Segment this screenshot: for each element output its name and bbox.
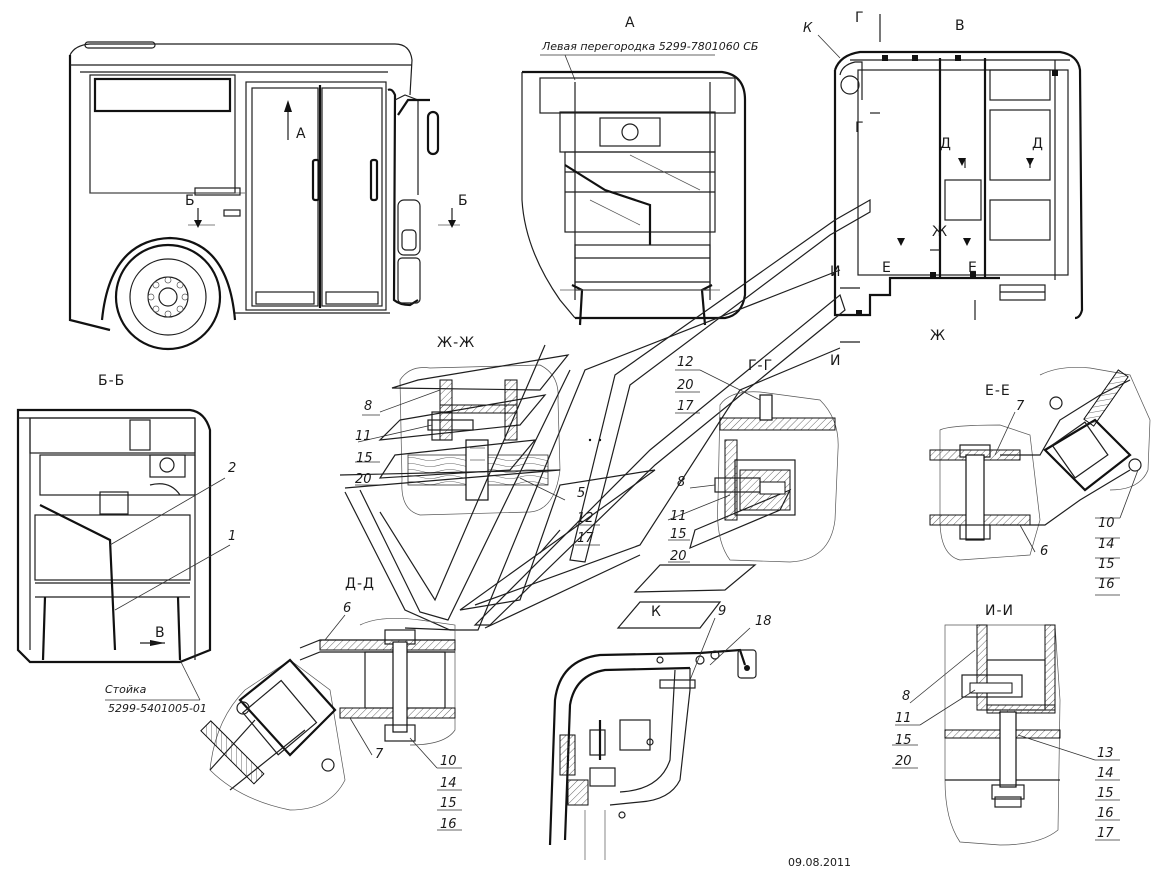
part-14-label-dd: 14 <box>440 776 457 791</box>
section-gg-drawing <box>588 391 839 563</box>
part-17-label-ii: 17 <box>1097 826 1114 841</box>
part-5-label-zhzh: 5 <box>577 486 585 501</box>
section-ee-title: Е-Е <box>985 383 1011 399</box>
section-dd-title: Д-Д <box>345 576 375 592</box>
part-8-label-ii: 8 <box>902 689 910 704</box>
stoika-label: Стойка <box>105 683 147 696</box>
part-11-label-zhzh: 11 <box>355 429 372 444</box>
part-14-label-ee: 14 <box>1098 537 1115 552</box>
section-mark-b-left: Б <box>185 193 196 209</box>
part-10-label-ee: 10 <box>1098 516 1115 531</box>
part-12-label-gg: 12 <box>677 355 694 370</box>
part-15-label-dd: 15 <box>440 796 457 811</box>
section-gg-title: Г-Г <box>748 358 773 374</box>
part-20-label-ii: 20 <box>895 754 912 769</box>
section-ee-drawing <box>929 366 1151 561</box>
part-16-label-ee: 16 <box>1098 577 1115 592</box>
section-mark-b-right: Б <box>458 193 469 209</box>
callout-k: К <box>803 21 813 36</box>
view-mark-v: В <box>955 18 966 34</box>
part-7-label-dd: 7 <box>375 747 384 762</box>
part-20-label-zhzh: 20 <box>355 472 372 487</box>
part-2-label-bb: 2 <box>228 461 236 476</box>
gg-leaders <box>667 369 761 563</box>
section-mark-e-left: Е <box>882 260 892 276</box>
part-15-label-gg: 15 <box>670 527 687 542</box>
part-16-label-dd: 16 <box>440 817 457 832</box>
view-k-drawing <box>548 648 757 860</box>
section-mark-zh-bottom: Ж <box>930 328 946 344</box>
section-mark-g-inner: Г <box>855 120 865 136</box>
section-ii-title: И-И <box>985 603 1014 619</box>
part-10-label-dd: 10 <box>440 754 457 769</box>
section-mark-e-right: Е <box>968 260 978 276</box>
part-13-label-ii: 13 <box>1097 746 1114 761</box>
part-15-label-ii-right: 15 <box>1097 786 1114 801</box>
part-20-label-gg-lower: 20 <box>670 549 687 564</box>
part-1-label-bb: 1 <box>228 529 236 544</box>
part-16-label-ii: 16 <box>1097 806 1114 821</box>
view-a-note: Левая перегородка 5299-7801060 СБ <box>541 40 758 53</box>
part-14-label-ii: 14 <box>1097 766 1114 781</box>
bus-side-view <box>68 41 460 351</box>
drawing-date: 09.08.2011 <box>788 856 851 869</box>
section-mark-d-left: Д <box>940 136 952 152</box>
section-bb-view-arrow-v: В <box>155 625 166 641</box>
part-8-label-zhzh: 8 <box>364 399 372 414</box>
part-6-label-dd: 6 <box>343 601 351 616</box>
section-mark-g: Г <box>855 10 865 26</box>
section-mark-i-bottom: И <box>830 353 841 369</box>
part-6-label-ee: 6 <box>1040 544 1048 559</box>
view-arrow-label-a: А <box>296 126 307 142</box>
part-11-label-gg: 11 <box>670 509 687 524</box>
view-k-title: К <box>651 604 662 620</box>
part-8-label-gg: 8 <box>677 475 685 490</box>
section-zhzh-title: Ж-Ж <box>437 335 475 351</box>
part-17-label-gg: 17 <box>677 399 694 414</box>
view-a-drawing <box>521 70 747 326</box>
top-right-drawing <box>833 14 1084 343</box>
section-ii-drawing <box>944 624 1061 846</box>
cross-reference-links <box>339 269 841 631</box>
part-15-label-zhzh: 15 <box>356 451 373 466</box>
stoika-part-number: 5299-5401005-01 <box>108 702 207 715</box>
part-20-label-gg: 20 <box>677 378 694 393</box>
part-11-label-ii: 11 <box>895 711 912 726</box>
part-15-label-ee: 15 <box>1098 557 1115 572</box>
part-18-label-k: 18 <box>755 614 772 629</box>
part-7-label-ee: 7 <box>1016 399 1025 414</box>
section-mark-d-right: Д <box>1032 136 1044 152</box>
section-bb-title: Б-Б <box>98 373 125 389</box>
section-dd-drawing <box>200 618 456 811</box>
view-a-title: А <box>625 15 636 31</box>
section-bb-drawing <box>16 408 212 664</box>
part-15-label-ii: 15 <box>895 733 912 748</box>
part-9-label-k: 9 <box>718 604 726 619</box>
